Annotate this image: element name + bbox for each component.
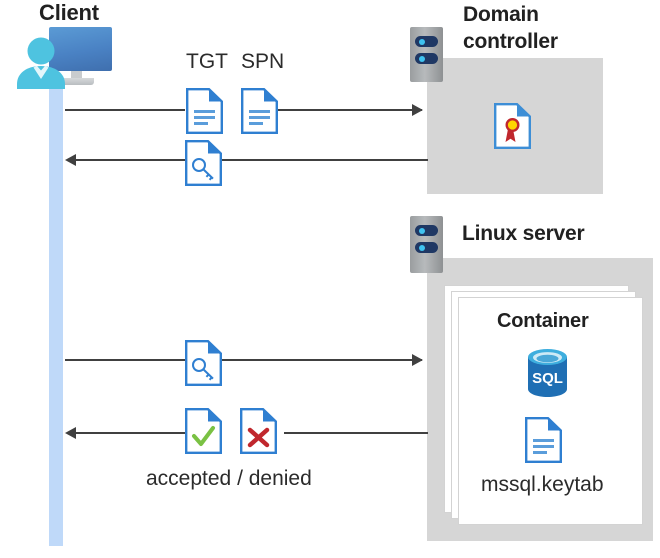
certificate-document-icon [494, 103, 531, 149]
arrow-client-to-linux-line-left [65, 359, 185, 361]
keytab-label: mssql.keytab [481, 473, 604, 496]
page-title-client: Client [39, 0, 99, 25]
server-rack-icon-dc [410, 27, 443, 82]
page-title-linux-server: Linux server [462, 222, 585, 245]
arrow-dc-to-client-line-right [222, 159, 428, 161]
arrow-linux-to-client-head [65, 427, 76, 439]
monitor-base-icon [60, 78, 94, 85]
rack-bar [415, 225, 438, 236]
arrow-client-to-linux-line-right [222, 359, 422, 361]
server-rack-icon-linux [410, 216, 443, 273]
label-tgt: TGT [186, 50, 228, 73]
domain-controller-title-line1: Domain [463, 3, 539, 26]
tgt-document-icon [186, 88, 223, 134]
page-title-domain-controller: Domain controller [463, 1, 558, 55]
arrow-linux-to-client-line-right [284, 432, 428, 434]
result-label: accepted / denied [146, 467, 312, 490]
sql-database-icon: SQL [524, 348, 571, 403]
monitor-neck-icon [71, 71, 82, 80]
arrow-client-to-dc-head [412, 104, 423, 116]
denied-document-icon [240, 408, 277, 454]
keytab-document-icon [525, 417, 562, 463]
arrow-client-to-linux-head [412, 354, 423, 366]
rack-bar [415, 36, 438, 47]
arrow-dc-to-client-line-left [75, 159, 185, 161]
monitor-screen-icon [49, 27, 112, 71]
key-document-icon-ticket [185, 140, 222, 186]
rack-dot [419, 228, 425, 234]
rack-dot [419, 245, 425, 251]
label-spn: SPN [241, 50, 285, 73]
client-lifeline [49, 78, 63, 546]
key-document-icon-request [185, 340, 222, 386]
rack-dot [419, 56, 425, 62]
spn-document-icon [241, 88, 278, 134]
arrow-client-to-dc-line-right [278, 109, 422, 111]
client-icon [8, 24, 116, 89]
arrow-linux-to-client-line-left [75, 432, 185, 434]
rack-bar [415, 242, 438, 253]
container-card-front[interactable] [458, 297, 643, 525]
client-person-icon [17, 37, 65, 89]
rack-bar [415, 53, 438, 64]
accepted-document-icon [185, 408, 222, 454]
page-title-container: Container [497, 310, 589, 332]
svg-text:SQL: SQL [532, 370, 563, 387]
domain-controller-title-line2: controller [463, 30, 558, 53]
rack-dot [419, 39, 425, 45]
arrow-client-to-dc-line-left [65, 109, 185, 111]
arrow-dc-to-client-head [65, 154, 76, 166]
